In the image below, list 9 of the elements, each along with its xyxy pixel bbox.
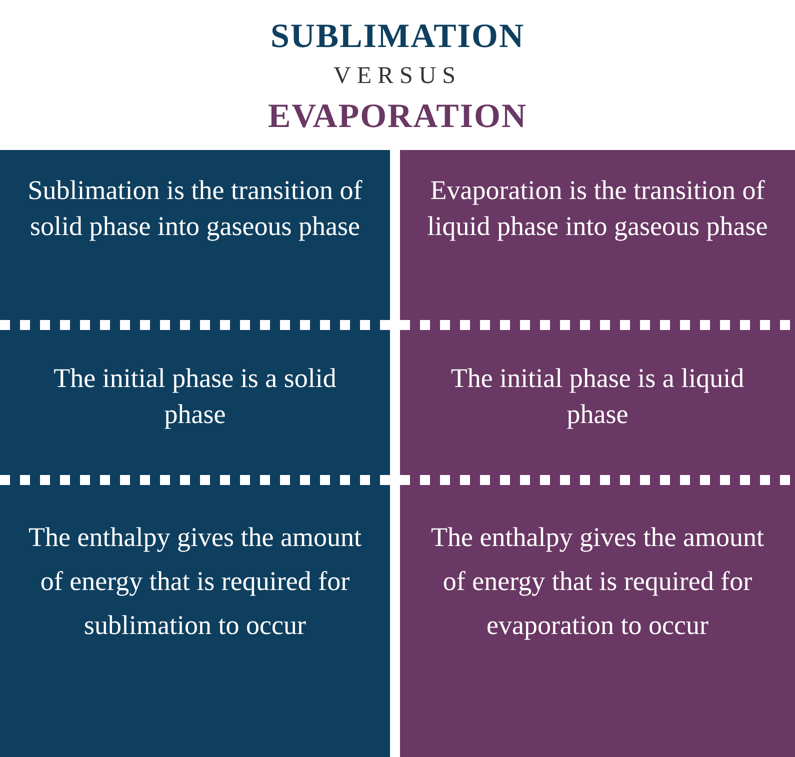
comparison-text: The enthalpy gives the amount of energy that is required for evaporation to occur	[430, 521, 765, 642]
comparison-text: The enthalpy gives the amount of energy that is required for sublimation to occur	[28, 521, 362, 642]
comparison-text: The initial phase is a liquid phase	[450, 362, 746, 431]
comparison-text: Evaporation is the transition of liquid phase into gaseous phase	[426, 174, 769, 243]
title-text: EVAPORATION	[266, 98, 528, 136]
subtitle-text: VERSUS	[332, 62, 463, 90]
comparison-text: The initial phase is a solid phase	[52, 362, 338, 431]
comparison-text: Sublimation is the transition of solid phase into gaseous phase	[26, 174, 364, 243]
title-text: SUBLIMATION	[269, 18, 526, 56]
